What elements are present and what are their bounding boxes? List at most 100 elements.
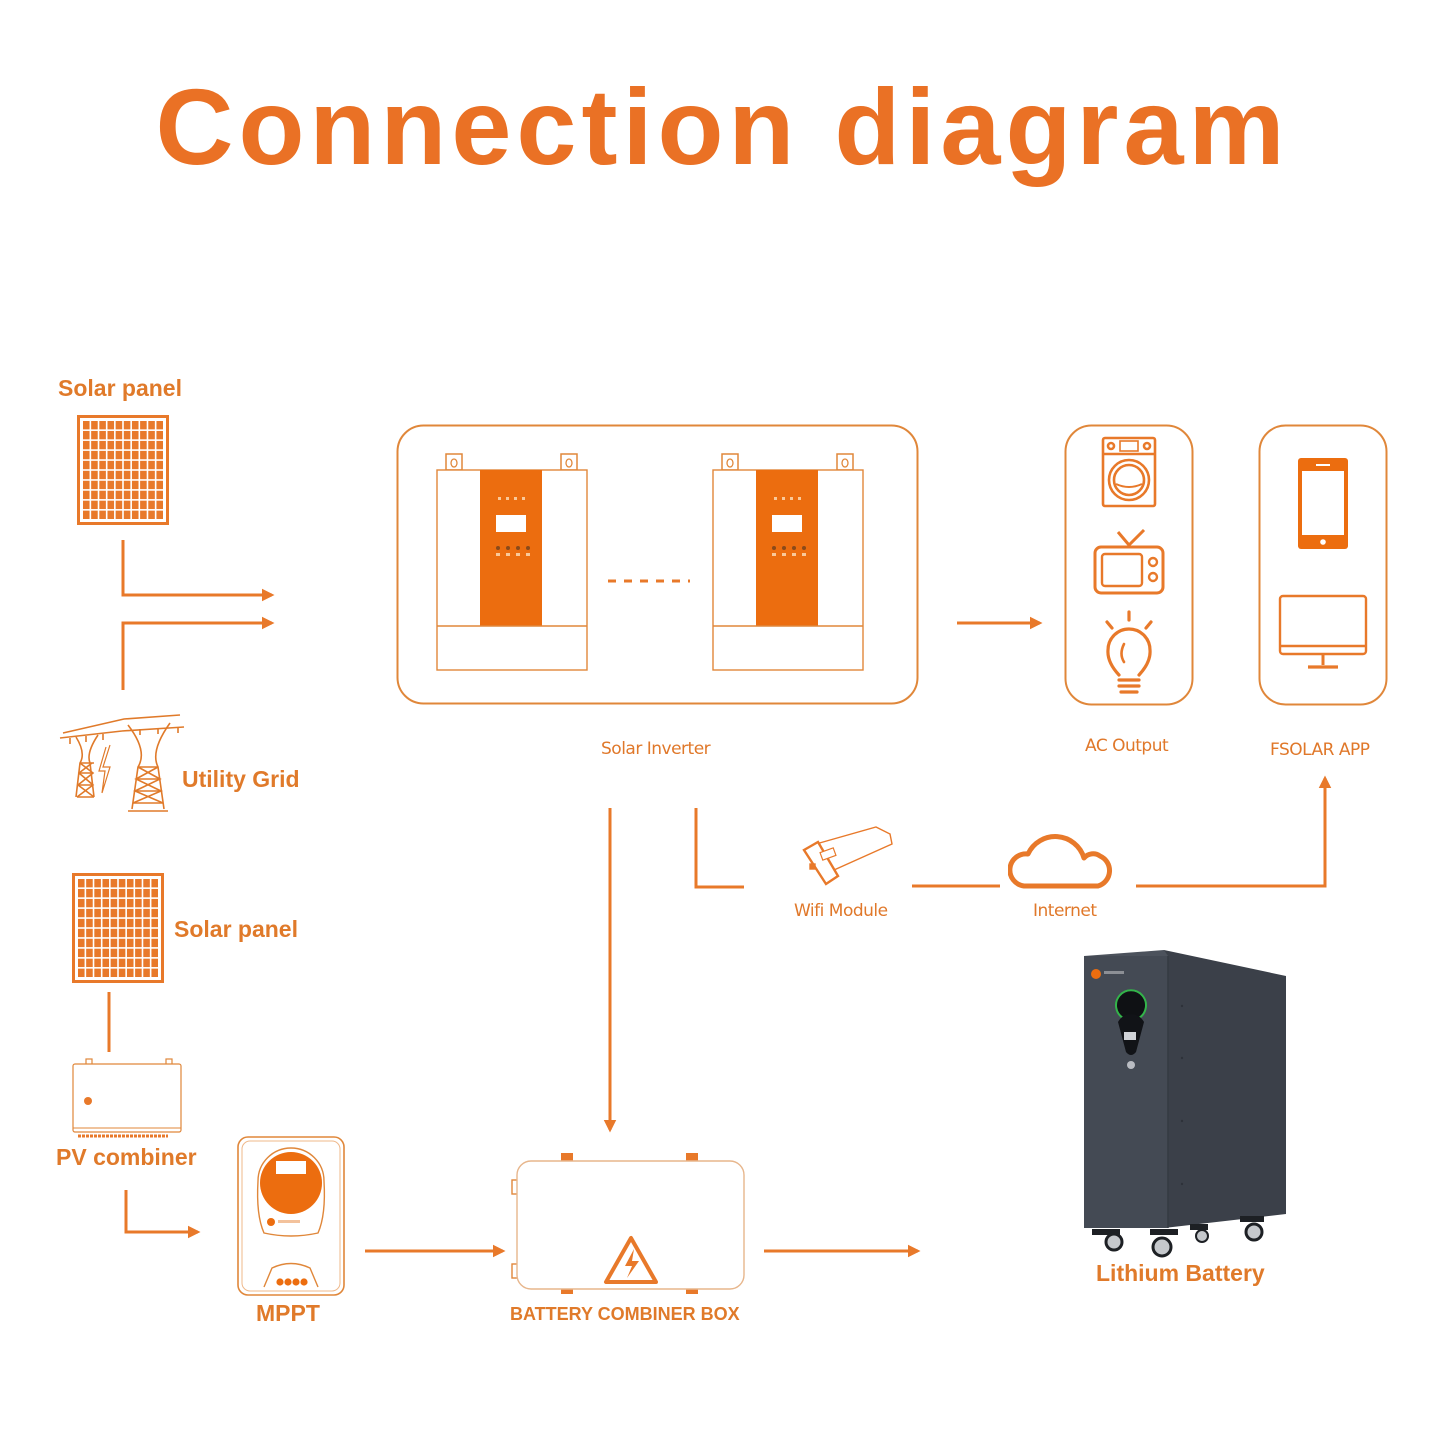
- solar-cell: [131, 480, 139, 490]
- solar-cell: [126, 888, 134, 898]
- solar-cell: [99, 500, 106, 510]
- solar-cell: [110, 898, 118, 908]
- monitor-icon: [1278, 594, 1368, 669]
- solar-cell: [151, 958, 158, 968]
- solar-cell: [135, 918, 142, 928]
- solar-cell: [118, 968, 126, 977]
- solar-cell: [118, 958, 126, 968]
- connector-pv-combiner-to-mppt: [124, 1190, 201, 1239]
- solar-cell: [91, 421, 98, 430]
- solar-cell: [140, 470, 147, 480]
- solar-cell: [148, 510, 155, 519]
- connector-internet-to-app: [1136, 775, 1332, 888]
- solar-cell: [99, 510, 106, 519]
- solar-cell: [115, 510, 123, 519]
- solar-cell: [126, 938, 134, 948]
- connector-grid-to-inverter: [121, 616, 275, 690]
- solar-cell: [143, 938, 150, 948]
- solar-cell: [140, 430, 147, 440]
- solar-cell: [115, 450, 123, 460]
- solar-cell: [110, 879, 118, 888]
- solar-cell: [126, 948, 134, 958]
- solar-cell: [115, 470, 123, 480]
- solar-cell: [131, 421, 139, 430]
- solar-cell: [140, 510, 147, 519]
- solar-cell: [83, 430, 90, 440]
- inverter-icon: [712, 453, 864, 671]
- solar-cell: [91, 450, 98, 460]
- solar-cell: [102, 958, 110, 968]
- solar-cell: [151, 968, 158, 977]
- solar-cell: [110, 958, 118, 968]
- solar-cell: [123, 470, 131, 480]
- solar-cell: [126, 898, 134, 908]
- solar-cell: [140, 490, 147, 500]
- solar-cell: [131, 450, 139, 460]
- solar-cell: [135, 968, 142, 977]
- solar-cell: [148, 430, 155, 440]
- solar-cell: [135, 958, 142, 968]
- solar-cell: [94, 888, 101, 898]
- solar-cell: [115, 490, 123, 500]
- solar-cell: [102, 908, 110, 918]
- fsolar-app-label: FSOLAR APP: [1270, 740, 1370, 760]
- combiner-box-icon: [72, 1058, 182, 1138]
- high-voltage-warning-icon: [604, 1236, 658, 1284]
- light-bulb-icon: [1105, 610, 1153, 694]
- solar-panel-icon: [77, 415, 169, 525]
- solar-cell: [94, 928, 101, 938]
- solar-cell: [86, 888, 93, 898]
- solar-cell: [126, 879, 134, 888]
- solar-cell: [107, 490, 115, 500]
- solar-cell: [148, 421, 155, 430]
- solar-cell: [115, 440, 123, 450]
- solar-cell: [107, 430, 115, 440]
- solar-cell: [94, 938, 101, 948]
- solar-cell: [126, 958, 134, 968]
- solar-cell: [110, 948, 118, 958]
- solar-cell: [91, 480, 98, 490]
- solar-cell: [126, 908, 134, 918]
- solar-cell: [156, 480, 163, 490]
- solar-cell: [86, 918, 93, 928]
- solar-cell: [156, 460, 163, 470]
- solar-cell: [107, 450, 115, 460]
- solar-cell: [151, 898, 158, 908]
- mppt-label: MPPT: [256, 1300, 320, 1326]
- inverter-icon: [436, 453, 588, 671]
- solar-cell: [156, 470, 163, 480]
- solar-cell: [135, 888, 142, 898]
- solar-cell: [151, 948, 158, 958]
- solar-cell: [94, 908, 101, 918]
- solar-cell: [83, 470, 90, 480]
- solar-cell: [94, 948, 101, 958]
- tv-icon: [1093, 528, 1165, 595]
- solar-cell: [94, 898, 101, 908]
- solar-cell: [148, 480, 155, 490]
- solar-cell: [83, 490, 90, 500]
- solar-cell: [86, 938, 93, 948]
- solar-cell: [110, 908, 118, 918]
- power-tower-icon: [59, 714, 185, 812]
- solar-cell: [156, 510, 163, 519]
- solar-cell: [99, 421, 106, 430]
- smartphone-icon: [1298, 458, 1348, 549]
- solar-cell: [156, 430, 163, 440]
- solar-cell: [118, 918, 126, 928]
- solar-cell: [107, 470, 115, 480]
- solar-cell: [135, 908, 142, 918]
- solar-cell: [107, 510, 115, 519]
- solar-cell: [83, 510, 90, 519]
- solar-cell: [140, 450, 147, 460]
- solar-cell: [94, 918, 101, 928]
- solar-cell: [102, 888, 110, 898]
- solar-cell: [99, 440, 106, 450]
- solar-cell: [118, 948, 126, 958]
- battery-wheels: [1092, 1216, 1264, 1258]
- solar-cell: [91, 430, 98, 440]
- solar-cell: [86, 928, 93, 938]
- solar-cell: [78, 968, 85, 977]
- solar-cell: [143, 898, 150, 908]
